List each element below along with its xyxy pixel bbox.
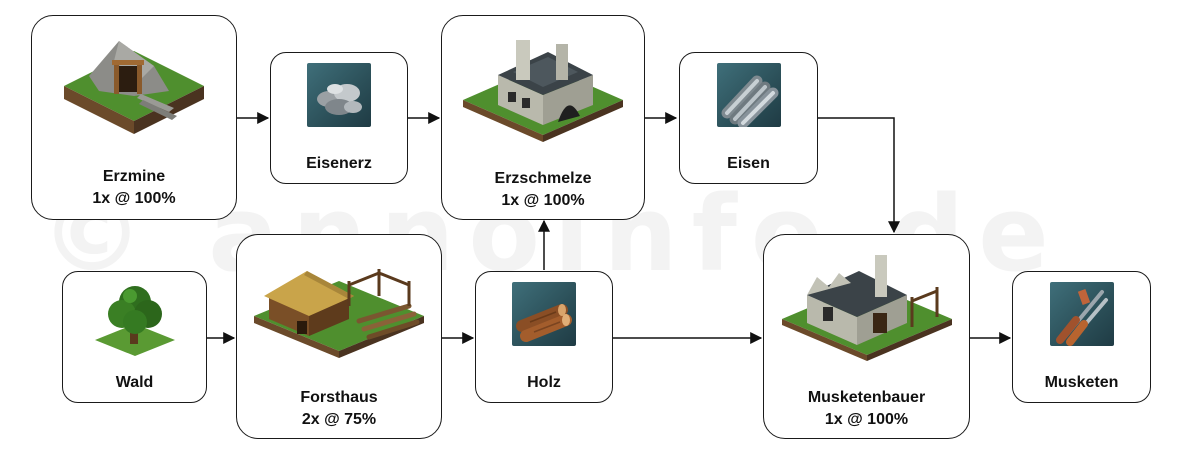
node-musketenbauer-rate: 1x @ 100% [824,411,909,428]
tree-icon [63,278,206,358]
node-forsthaus-name: Forsthaus [300,389,378,406]
node-erzmine-name: Erzmine [102,168,166,185]
node-musketenbauer-name: Musketenbauer [807,389,926,406]
node-musketenbauer: Musketenbauer 1x @ 100% [763,234,970,439]
node-musketen: Musketen [1012,271,1151,403]
node-erzschmelze: Erzschmelze 1x @ 100% [441,15,645,220]
node-holz-name: Holz [527,374,561,391]
node-erzmine: Erzmine 1x @ 100% [31,15,237,220]
node-erzschmelze-name: Erzschmelze [494,170,592,187]
node-musketen-name: Musketen [1044,374,1119,391]
muskets-icon [1013,282,1150,346]
node-eisen: Eisen [679,52,818,184]
edge-eisen-musketenbauer [818,117,900,234]
node-erzmine-rate: 1x @ 100% [92,190,176,207]
node-eisen-name: Eisen [727,155,770,172]
ore-mine-building-icon [32,36,236,136]
iron-ore-icon [271,63,407,127]
node-wald: Wald [62,271,207,403]
forester-hut-icon [237,251,441,361]
node-erzschmelze-rate: 1x @ 100% [501,192,585,209]
musket-maker-building-icon [764,247,969,362]
node-wald-name: Wald [115,374,154,391]
node-forsthaus-rate: 2x @ 75% [301,411,377,428]
node-eisenerz-name: Eisenerz [306,155,372,172]
node-forsthaus: Forsthaus 2x @ 75% [236,234,442,439]
wood-logs-icon [476,282,612,346]
ore-smelter-building-icon [442,30,644,145]
node-holz: Holz [475,271,613,403]
iron-bars-icon [680,63,817,129]
node-eisenerz: Eisenerz [270,52,408,184]
